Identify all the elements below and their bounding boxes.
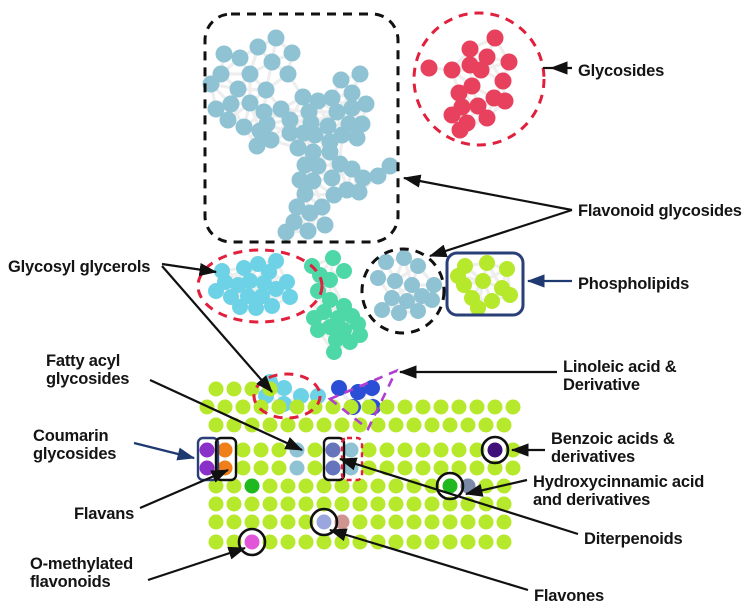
label-benzoic-acids: Benzoic acids & derivatives: [551, 430, 675, 467]
label-o-methylated-flavonoids: O-methylated flavonoids: [30, 555, 134, 592]
label-phospholipids: Phospholipids: [578, 275, 690, 293]
cluster-outline-rect: [445, 251, 525, 317]
arrow-flavans: [139, 468, 230, 510]
cluster-outline-triangle: [327, 368, 399, 432]
label-linoleic-acid: Linoleic acid & Derivative: [563, 358, 677, 395]
arrow-glycosyl-to-fatty: [161, 265, 273, 393]
label-hydroxycinnamic-acid: Hydroxycinnamic acid and derivatives: [533, 473, 705, 510]
label-glycosides: Glycosides: [578, 62, 665, 80]
node-highlight-circle: [237, 527, 267, 557]
label-fatty-acyl-glycosides: Fatty acyl glycosides: [46, 352, 130, 389]
cluster-outline-ellipse: [196, 248, 324, 324]
arrow-fatty-acyl: [149, 379, 303, 451]
label-glycosyl-glycerols: Glycosyl glycerols: [8, 258, 151, 276]
arrow-flavonoid-sub: [428, 208, 573, 258]
label-flavans: Flavans: [74, 505, 135, 523]
cluster-outline-ellipse: [360, 247, 446, 335]
cluster-outline-ellipse: [252, 372, 322, 420]
cluster-outline-rect: [203, 12, 400, 244]
arrow-flavonoid-main: [402, 174, 573, 212]
coumarin-box-purple: [196, 436, 220, 482]
node-highlight-circle: [480, 435, 510, 465]
arrow-glycosyl-glycerols: [161, 262, 218, 277]
arrow-hydroxycinnamic: [464, 478, 528, 497]
arrow-flavones: [328, 528, 529, 592]
arrow-coumarin: [133, 441, 196, 461]
arrow-diterpenoids: [338, 457, 579, 536]
label-coumarin-glycosides: Coumarin glycosides: [33, 427, 117, 464]
label-flavonoid-glycosides: Flavonoid glycosides: [578, 202, 742, 220]
cluster-outline-ellipse: [412, 11, 546, 147]
label-diterpenoids: Diterpenoids: [584, 530, 683, 548]
node-highlight-circle: [435, 471, 465, 501]
node-highlight-circle: [309, 507, 339, 537]
arrow-o-methylated: [147, 546, 247, 582]
label-flavones: Flavones: [534, 587, 604, 605]
